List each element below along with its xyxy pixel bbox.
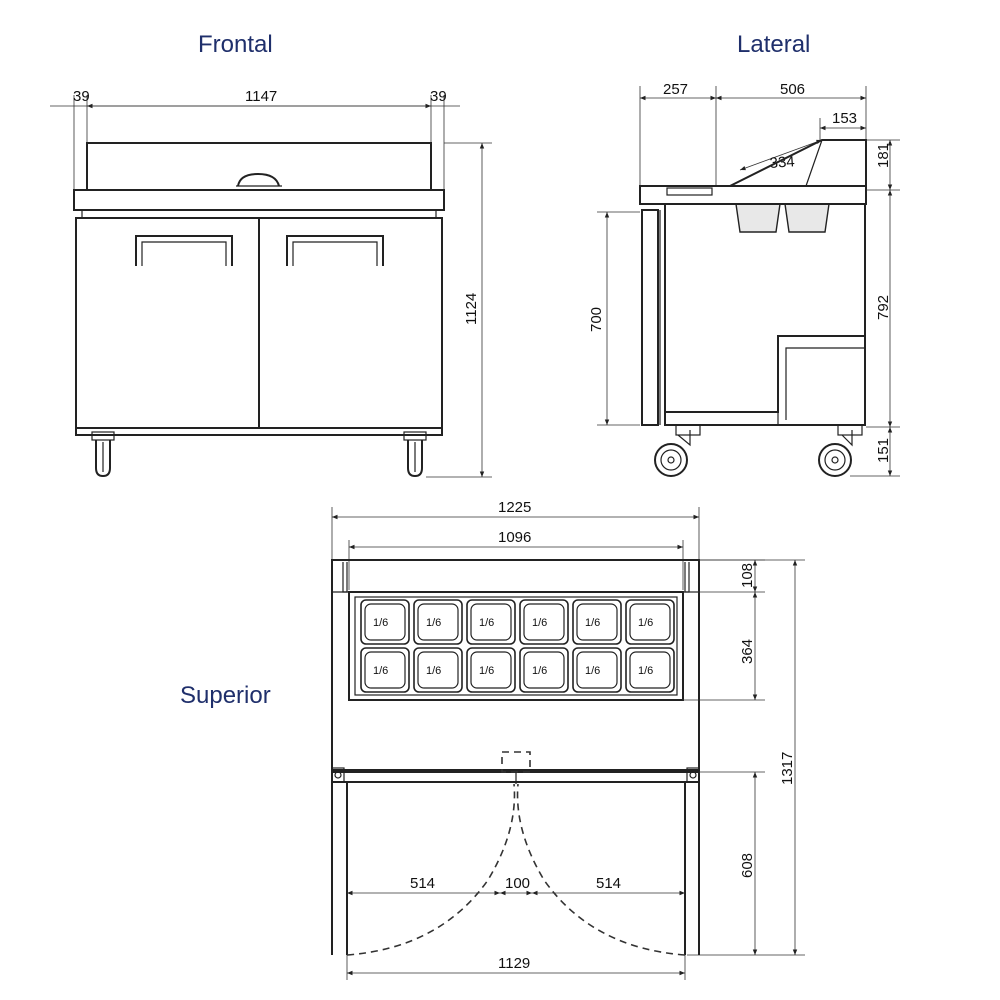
lateral-lid [729,139,867,187]
superior-pan-well [348,591,684,701]
frontal-view: 39 1147 39 1124 [50,88,492,478]
pan-slot: 1/6 [466,647,516,693]
superior-pan-well-inner [354,596,678,696]
door-gap-label: 100 [505,875,530,892]
pan-size-label: 1/6 [426,665,441,677]
lateral-front-caster [654,424,701,477]
right-door-handle [286,235,384,266]
pan-slot: 1/6 [572,599,622,645]
superior-pan-depth-label: 364 [739,639,756,664]
pan-slot: 1/6 [413,599,463,645]
frontal-lid [86,142,432,191]
superior-left-hinge [342,562,348,593]
superior-left-door-hinge [331,767,345,783]
pan-size-label: 1/6 [373,665,388,677]
frontal-width-label: 1147 [245,88,277,105]
lateral-pan-2 [784,203,830,233]
pan-size-label: 1/6 [479,665,494,677]
frontal-right-margin-label: 39 [430,88,447,105]
lateral-lid-span-label: 334 [769,153,795,172]
lateral-lid-top-label: 153 [832,110,857,127]
pan-slot: 1/6 [466,599,516,645]
lateral-step-inner [785,347,865,420]
frontal-lid-handle [237,172,280,187]
pan-size-label: 1/6 [585,617,600,629]
lateral-view: 257 506 153 334 [588,81,900,477]
pan-size-label: 1/6 [532,617,547,629]
superior-right-hinge [684,562,690,593]
lateral-lid-hinge [805,139,823,187]
pan-slot: 1/6 [360,599,410,645]
left-door-handle-inner [141,241,227,266]
base-width-label: 1129 [498,955,530,972]
superior-right-door-hinge [686,767,700,783]
frontal-right-caster [403,431,427,478]
pan-grid: 1/6 1/6 1/6 1/6 1/6 1/6 1/6 1/6 1/6 1/6 1/6 1/6 [360,599,675,693]
lateral-rear-depth-label: 506 [780,81,805,98]
pan-slot: 1/6 [519,647,569,693]
pan-size-label: 1/6 [585,665,600,677]
lateral-front-depth-label: 257 [663,81,688,98]
lateral-caster-height-label: 151 [875,438,892,463]
pan-size-label: 1/6 [638,617,653,629]
frontal-height-label: 1124 [463,293,480,325]
right-door-handle-inner [292,241,378,266]
lateral-compressor-step [665,335,865,413]
superior-inner-width-label: 1096 [498,529,531,546]
lateral-rear-caster [818,424,863,477]
pan-size-label: 1/6 [532,665,547,677]
pan-slot: 1/6 [413,647,463,693]
pan-size-label: 1/6 [479,617,494,629]
pan-size-label: 1/6 [373,617,388,629]
superior-lid-depth-label: 108 [739,563,756,588]
pan-size-label: 1/6 [426,617,441,629]
lateral-lid-span-arrow [739,139,823,171]
superior-view-title: Superior [180,682,271,709]
left-door-width-label: 514 [410,875,435,892]
pan-slot: 1/6 [625,647,675,693]
frontal-view-title: Frontal [198,31,273,58]
superior-overall-depth-label: 1317 [779,752,796,785]
right-door-swing-arc [516,783,686,956]
superior-overall-width-label: 1225 [498,499,531,516]
pan-size-label: 1/6 [638,665,653,677]
lateral-door [641,209,659,426]
pan-slot: 1/6 [519,599,569,645]
lateral-view-title: Lateral [737,31,810,58]
frontal-left-margin-label: 39 [73,88,90,105]
lateral-cutting-board [666,187,713,196]
frontal-worktop-lip [81,209,437,219]
right-door-width-label: 514 [596,875,621,892]
door-swing-depth-label: 608 [739,853,756,878]
pan-slot: 1/6 [572,647,622,693]
frontal-left-caster [91,431,115,478]
left-door-swing-arc [346,783,516,956]
lateral-body [664,203,866,426]
left-door-handle [135,235,233,266]
pan-slot: 1/6 [625,599,675,645]
lateral-work-height-label: 700 [588,307,605,332]
pan-slot: 1/6 [360,647,410,693]
frontal-worktop [73,189,445,211]
lateral-pan-1 [735,203,781,233]
frontal-base [75,427,443,436]
lateral-body-height-label: 792 [875,295,892,320]
lateral-lid-height-label: 181 [875,143,892,168]
